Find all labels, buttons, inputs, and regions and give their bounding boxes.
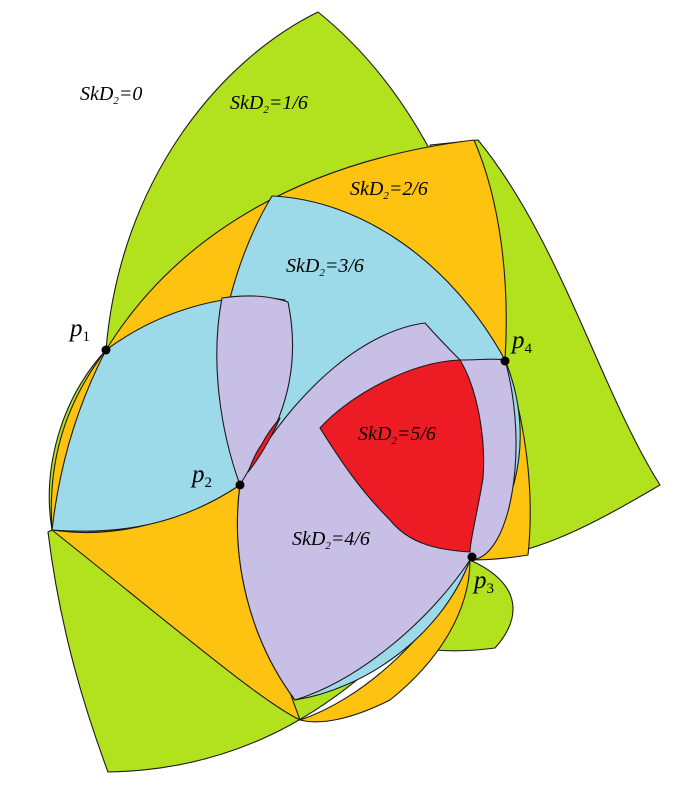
point-p1	[101, 345, 111, 355]
red-region-main	[319, 359, 485, 553]
label-skd-4-6: SkD2=4/6	[292, 528, 370, 552]
label-skd-5-6: SkD2=5/6	[358, 423, 436, 447]
point-p2	[235, 480, 245, 490]
red-sliver	[247, 417, 281, 473]
point-p4	[500, 356, 510, 366]
label-p4: p4	[510, 327, 533, 357]
label-p1: p1	[68, 315, 90, 345]
label-p2: p2	[190, 461, 212, 491]
label-skd-2-6: SkD2=2/6	[350, 178, 428, 202]
region-labels: SkD2=0 SkD2=1/6 SkD2=2/6 SkD2=3/6 SkD2=4…	[80, 83, 436, 552]
point-p3	[467, 552, 477, 562]
label-p3: p3	[472, 567, 494, 597]
label-skd-0: SkD2=0	[80, 83, 142, 107]
label-skd-1-6: SkD2=1/6	[230, 92, 308, 116]
orange-band-lower	[299, 559, 471, 723]
depth-5-layer	[247, 359, 485, 553]
point-markers	[101, 345, 510, 562]
point-labels: p1 p2 p3 p4	[68, 315, 533, 597]
label-skd-3-6: SkD2=3/6	[286, 255, 364, 279]
